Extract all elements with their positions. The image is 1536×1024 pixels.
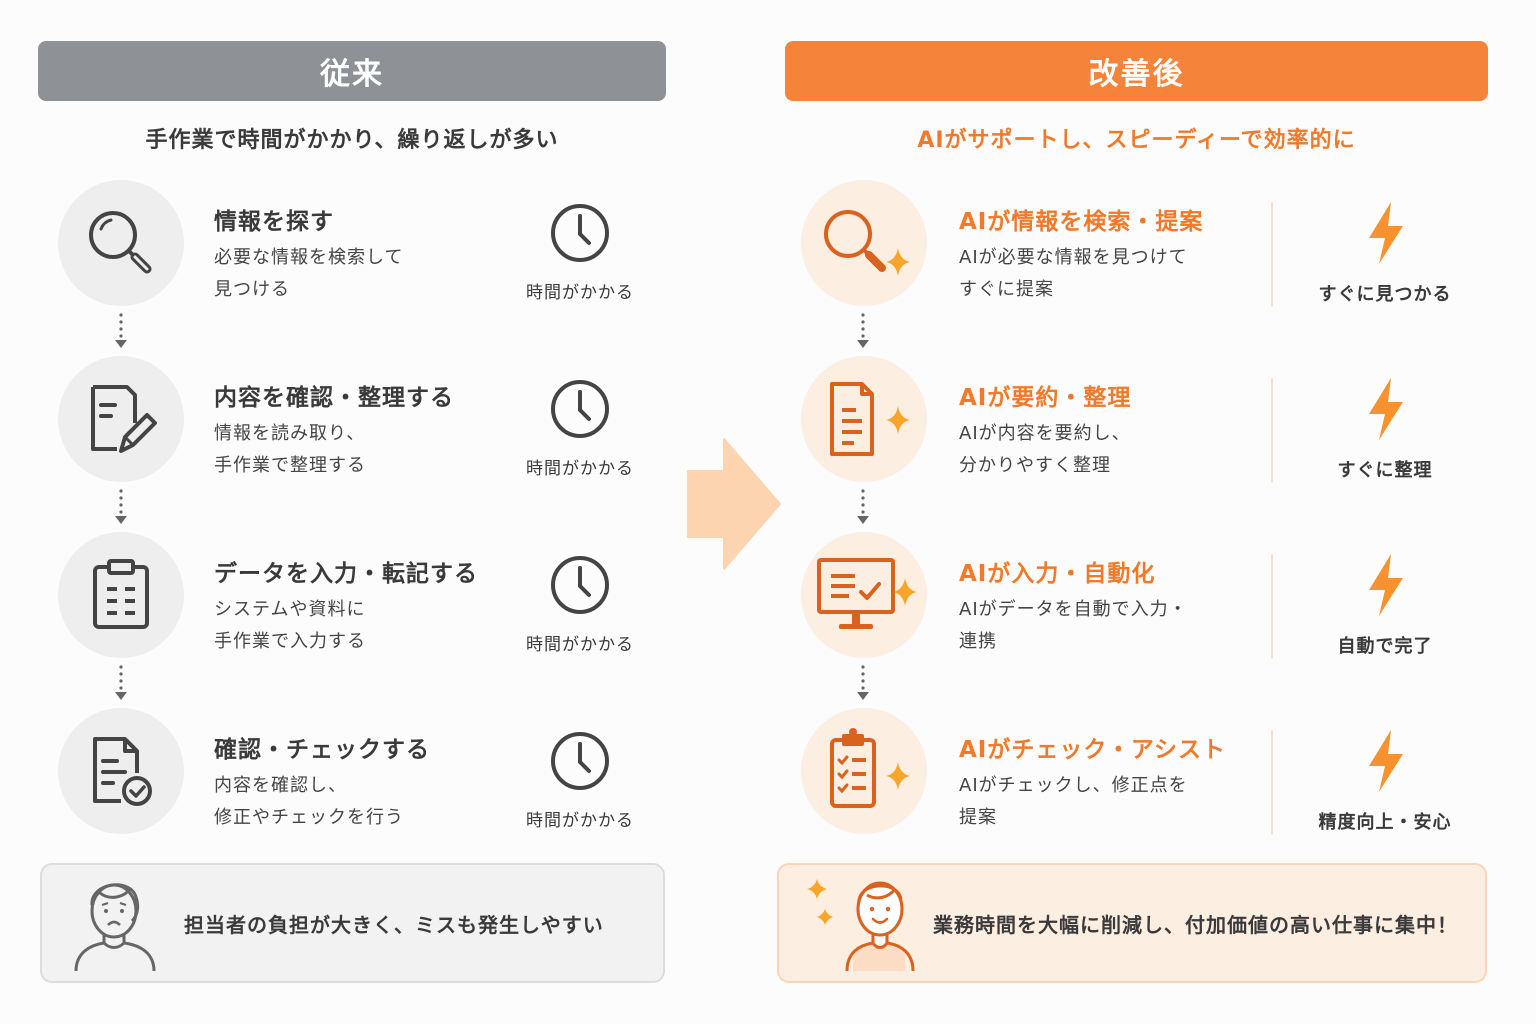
down-arrow-icon xyxy=(857,665,869,700)
clipboard-icon xyxy=(93,559,149,629)
divider xyxy=(1271,730,1273,834)
benefit-label: すぐに整理 xyxy=(1337,460,1433,481)
step-desc-line-2: 手作業で入力する xyxy=(214,631,366,652)
after-summary-box: 業務時間を大幅に削減し、付加価値の高い仕事に集中！ xyxy=(777,863,1487,983)
before-summary-text: 担当者の負担が大きく、ミスも発生しやすい xyxy=(184,912,604,937)
worried-person-icon xyxy=(74,883,156,972)
step-desc-line-1: AIがデータを自動で入力・ xyxy=(959,599,1188,620)
step-title: 確認・チェックする xyxy=(214,737,430,763)
step-title: AIが情報を検索・提案 xyxy=(959,209,1204,235)
benefit-label: 精度向上・安心 xyxy=(1318,812,1452,833)
step-icon-circle xyxy=(801,708,927,834)
step-desc-line-1: 必要な情報を検索して xyxy=(214,247,404,268)
after-step-1: AIが情報を検索・提案 AIが必要な情報を見つけて すぐに提案 すぐに見つかる xyxy=(785,180,1488,310)
after-summary-text: 業務時間を大幅に削減し、付加価値の高い仕事に集中！ xyxy=(933,912,1458,937)
step-desc-line-1: 内容を確認し、 xyxy=(214,775,347,796)
down-arrow-icon xyxy=(115,313,127,348)
divider xyxy=(1271,378,1273,482)
step-icon-circle xyxy=(801,356,927,482)
divider xyxy=(1271,554,1273,658)
lightning-icon xyxy=(1369,730,1403,792)
step-desc-line-2: 手作業で整理する xyxy=(214,455,366,476)
benefit-label: すぐに見つかる xyxy=(1318,284,1452,305)
step-desc-line-2: 提案 xyxy=(959,807,997,828)
step-title: AIが要約・整理 xyxy=(959,385,1132,411)
time-label: 時間がかかる xyxy=(526,635,634,655)
after-header: 改善後 xyxy=(785,41,1488,101)
transition-arrow-icon xyxy=(687,438,781,570)
step-icon-circle xyxy=(58,708,184,834)
step-desc-line-2: 分かりやすく整理 xyxy=(959,455,1111,476)
clock-icon xyxy=(551,732,609,790)
step-icon-circle xyxy=(58,180,184,306)
ai-monitor-check-icon xyxy=(817,558,917,629)
divider xyxy=(1271,202,1273,306)
after-step-4: AIがチェック・アシスト AIがチェックし、修正点を 提案 精度向上・安心 xyxy=(785,708,1488,838)
before-step-3: データを入力・転記する システムや資料に 手作業で入力する 時間がかかる xyxy=(38,532,666,662)
before-header: 従来 xyxy=(38,41,666,101)
step-icon-circle xyxy=(801,532,927,658)
document-check-icon xyxy=(93,737,152,806)
step-desc-line-1: AIが必要な情報を見つけて xyxy=(959,247,1188,268)
clock-icon xyxy=(551,204,609,262)
step-desc-line-2: 見つける xyxy=(214,279,290,300)
before-step-2: 内容を確認・整理する 情報を読み取り、 手作業で整理する 時間がかかる xyxy=(38,356,666,486)
after-subtitle: AIがサポートし、スピーディーで効率的に xyxy=(917,128,1356,153)
down-arrow-icon xyxy=(857,489,869,524)
after-step-2: AIが要約・整理 AIが内容を要約し、 分かりやすく整理 すぐに整理 xyxy=(785,356,1488,486)
before-subtitle: 手作業で時間がかかり、繰り返しが多い xyxy=(145,128,559,153)
before-step-1: 情報を探す 必要な情報を検索して 見つける 時間がかかる xyxy=(38,180,666,310)
ai-document-icon xyxy=(830,382,910,456)
time-label: 時間がかかる xyxy=(526,459,634,479)
step-desc-line-1: AIが内容を要約し、 xyxy=(959,423,1131,444)
clock-icon xyxy=(551,556,609,614)
lightning-icon xyxy=(1369,202,1403,264)
step-title: 内容を確認・整理する xyxy=(214,385,454,411)
step-desc-line-1: システムや資料に xyxy=(214,599,366,620)
down-arrow-icon xyxy=(115,489,127,524)
down-arrow-icon xyxy=(115,665,127,700)
step-desc-line-2: すぐに提案 xyxy=(959,279,1054,300)
step-icon-circle xyxy=(58,356,184,482)
step-desc-line-1: 情報を読み取り、 xyxy=(214,423,366,444)
step-title: データを入力・転記する xyxy=(214,561,478,587)
before-summary-box: 担当者の負担が大きく、ミスも発生しやすい xyxy=(40,863,665,983)
step-desc-line-2: 修正やチェックを行う xyxy=(214,807,404,828)
step-desc-line-1: AIがチェックし、修正点を xyxy=(959,775,1188,796)
lightning-icon xyxy=(1369,378,1403,440)
step-desc-line-2: 連携 xyxy=(959,631,997,652)
benefit-label: 自動で完了 xyxy=(1337,636,1433,657)
time-label: 時間がかかる xyxy=(526,811,634,831)
clock-icon xyxy=(551,380,609,438)
step-icon-circle xyxy=(801,180,927,306)
before-step-4: 確認・チェックする 内容を確認し、 修正やチェックを行う 時間がかかる xyxy=(38,708,666,838)
step-icon-circle xyxy=(58,532,184,658)
after-step-3: AIが入力・自動化 AIがデータを自動で入力・ 連携 自動で完了 xyxy=(785,532,1488,662)
time-label: 時間がかかる xyxy=(526,283,634,303)
step-title: 情報を探す xyxy=(214,209,334,235)
ai-search-icon xyxy=(824,210,910,276)
step-title: AIが入力・自動化 xyxy=(959,561,1156,587)
search-icon xyxy=(89,211,152,274)
step-title: AIがチェック・アシスト xyxy=(959,737,1226,763)
ai-checklist-icon xyxy=(830,728,910,808)
lightning-icon xyxy=(1369,554,1403,616)
down-arrow-icon xyxy=(857,313,869,348)
document-edit-icon xyxy=(91,385,157,453)
happy-person-icon xyxy=(807,879,915,972)
